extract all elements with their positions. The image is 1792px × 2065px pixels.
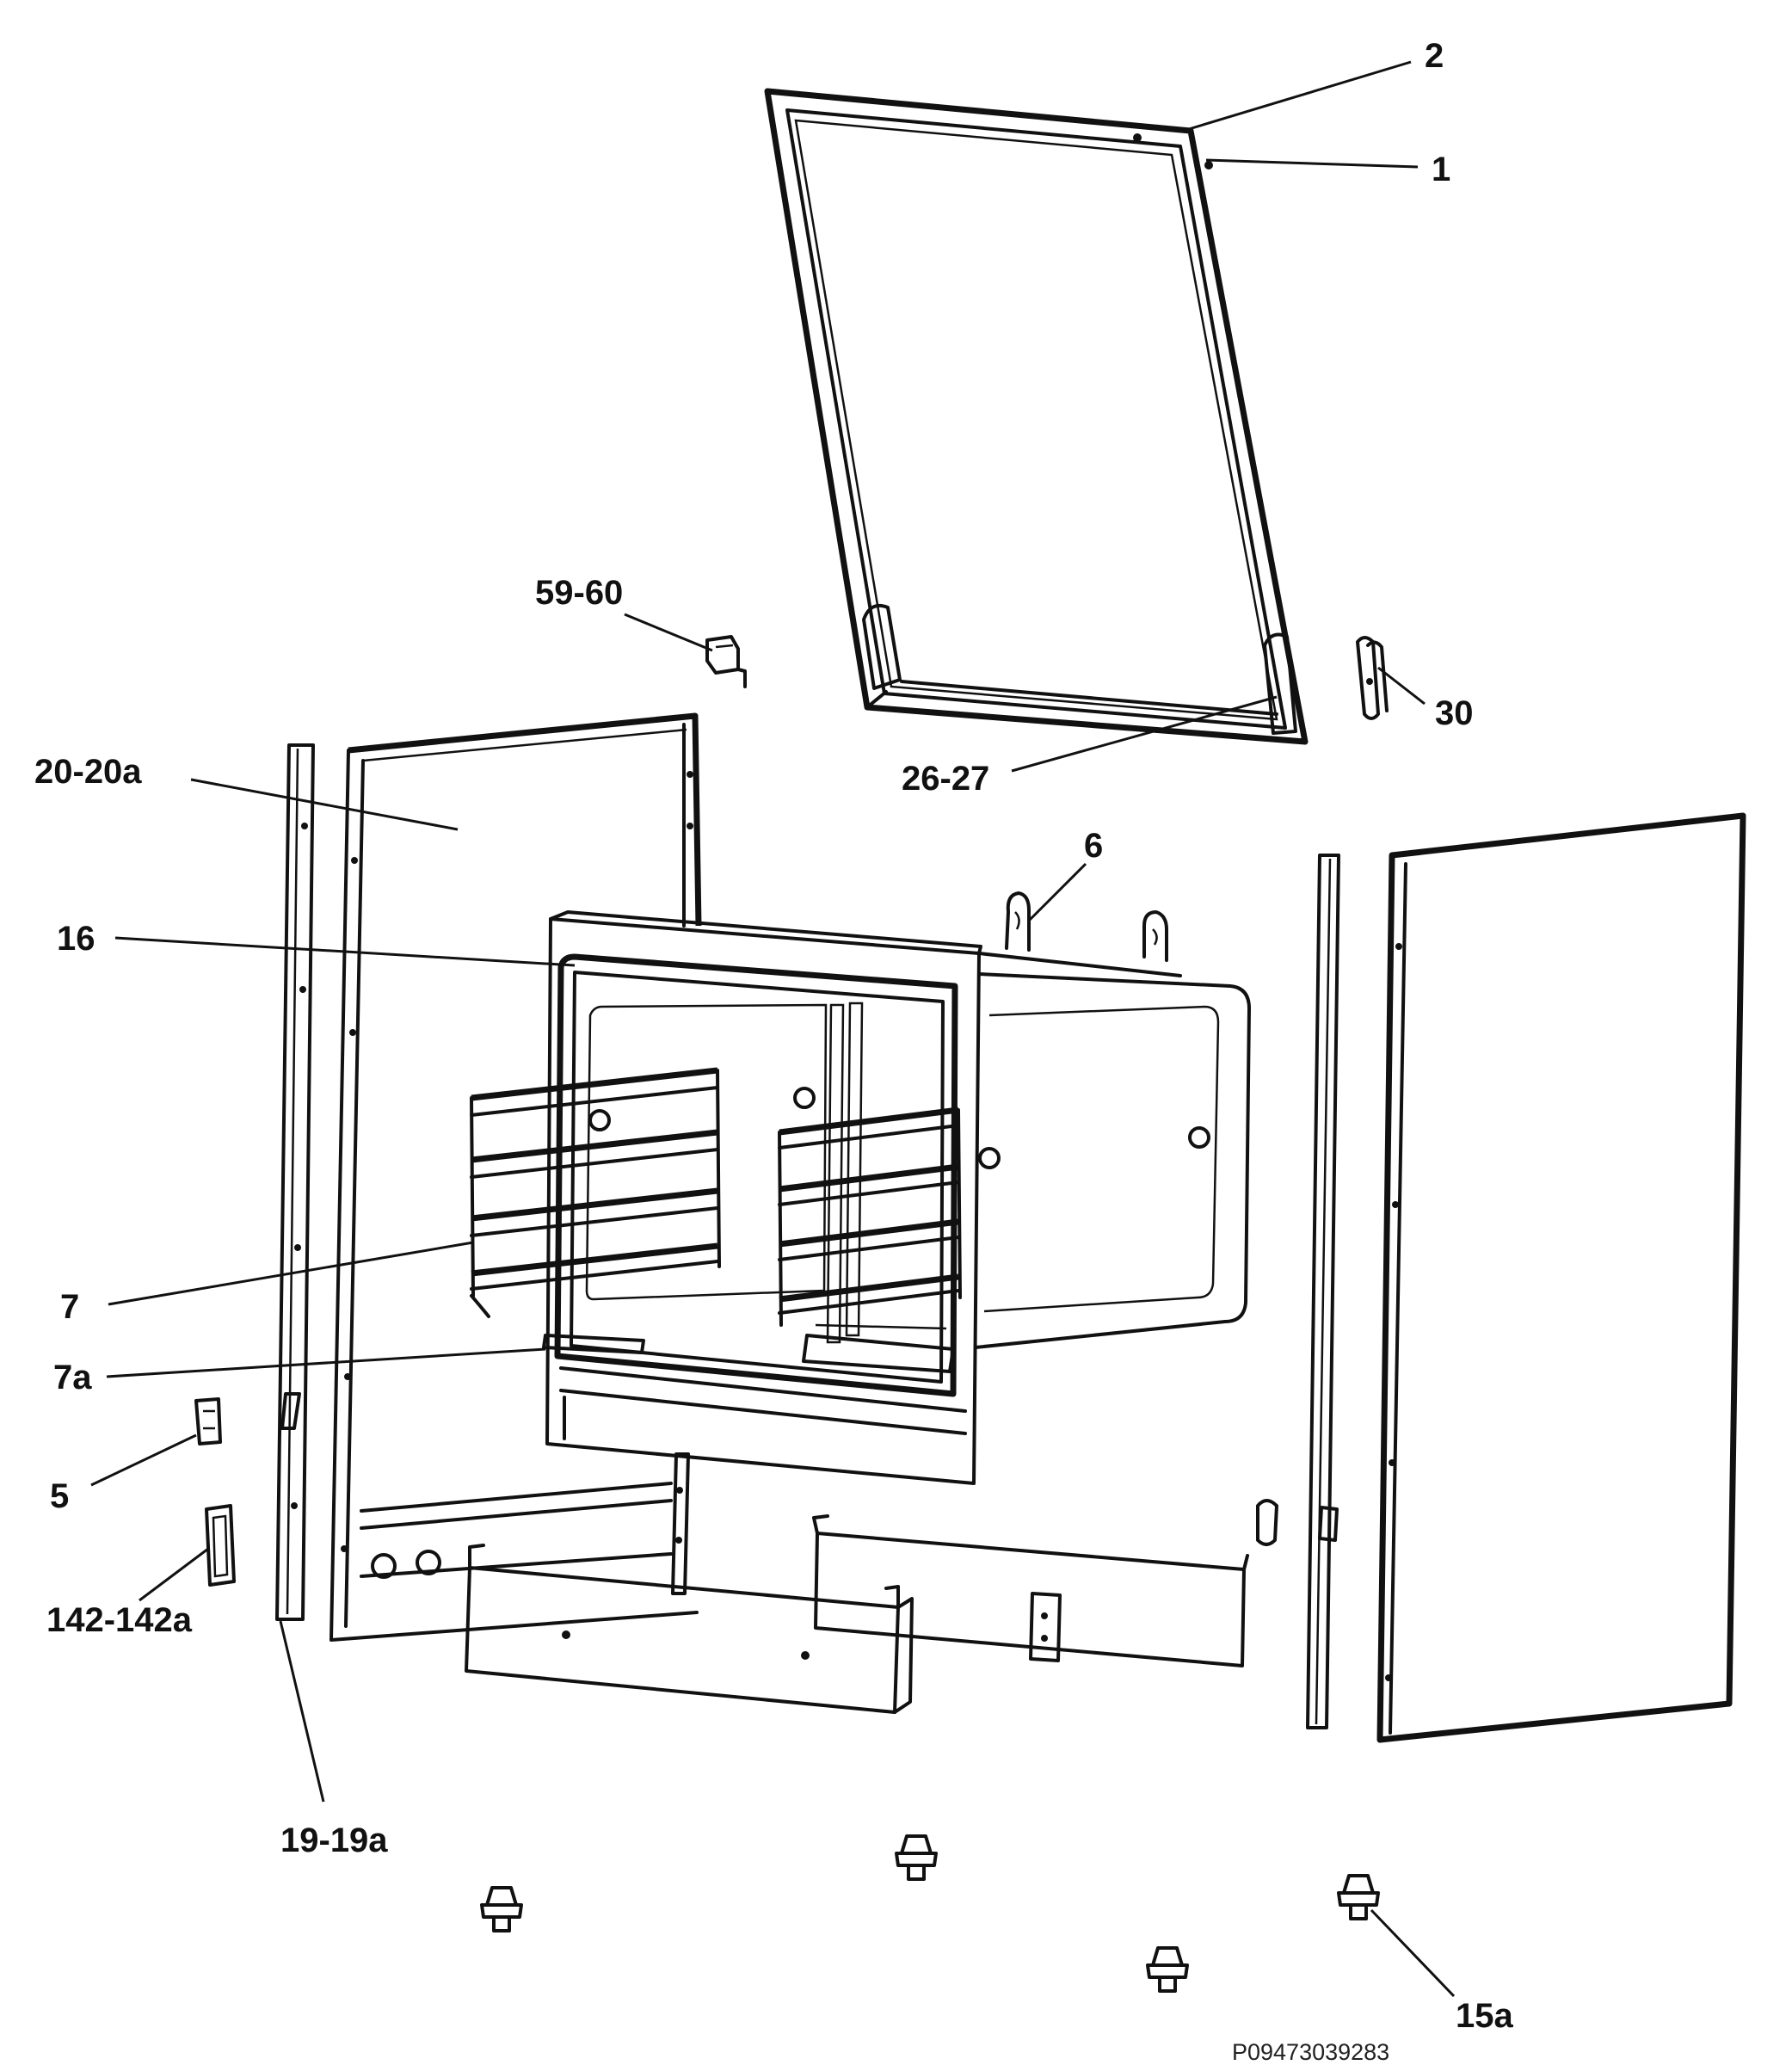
rear-plinth-panel-part[interactable] xyxy=(812,1514,1249,1667)
callout-20-20a: 20-20a xyxy=(34,753,142,791)
callout-1: 1 xyxy=(1432,151,1450,188)
bracket-142-part[interactable] xyxy=(205,1504,236,1587)
callout-26-27: 26-27 xyxy=(902,760,989,798)
callout-labels: 2 1 59-60 30 26-27 20-20a 6 16 7 7a 5 14… xyxy=(34,37,1513,2065)
hook-6-part[interactable] xyxy=(1005,891,1168,962)
foot-part[interactable] xyxy=(1146,1946,1189,1993)
right-side-panel-part[interactable] xyxy=(1376,812,1746,1743)
callout-19-19a: 19-19a xyxy=(280,1822,388,1859)
callout-142-142a: 142-142a xyxy=(46,1601,193,1639)
oven-cavity-part[interactable] xyxy=(360,910,1251,1595)
rail-7a-part[interactable] xyxy=(542,1334,645,1354)
callout-2: 2 xyxy=(1425,37,1444,75)
glass-lid-part[interactable] xyxy=(764,88,1309,745)
callout-30: 30 xyxy=(1435,694,1474,732)
callout-7: 7 xyxy=(60,1288,79,1326)
foot-part[interactable] xyxy=(1337,1874,1380,1920)
callout-59-60: 59-60 xyxy=(535,574,623,612)
callout-6: 6 xyxy=(1084,827,1103,865)
drawing-code: P09473039283 xyxy=(1232,2039,1389,2065)
shelf-rack-left-part[interactable] xyxy=(470,1067,721,1318)
clip-59-60-part[interactable] xyxy=(705,635,747,688)
callout-5: 5 xyxy=(50,1477,69,1515)
callout-15a: 15a xyxy=(1456,1997,1513,2035)
clip-5-part[interactable] xyxy=(194,1397,222,1446)
foot-part[interactable] xyxy=(480,1886,523,1932)
right-upright-strip-part[interactable] xyxy=(1256,854,1340,1729)
left-upright-strip-part[interactable] xyxy=(275,743,315,1621)
leader-lines xyxy=(90,60,1456,1998)
callout-7a: 7a xyxy=(53,1359,92,1396)
left-side-panel-part[interactable] xyxy=(329,712,702,1642)
callout-16: 16 xyxy=(57,920,95,958)
foot-part[interactable] xyxy=(895,1834,938,1881)
hinge-30-part[interactable] xyxy=(1356,636,1389,720)
shelf-rack-right-part[interactable] xyxy=(778,1106,962,1327)
front-plinth-panel-part[interactable] xyxy=(465,1544,914,1714)
